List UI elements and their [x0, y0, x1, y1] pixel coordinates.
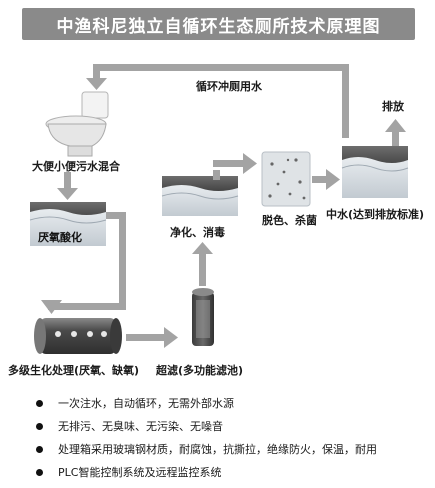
label-decolor: 脱色、杀菌: [262, 214, 317, 227]
arrow-to-filter: [126, 327, 178, 348]
bullet-icon: [36, 446, 43, 453]
page-title: 中渔科尼独立自循环生态厕所技术原理图: [22, 8, 415, 40]
feature-item: 处理箱采用玻璃钢材质，耐腐蚀，抗撕拉，绝缘防火，保温，耐用: [34, 440, 429, 463]
bullet-icon: [36, 400, 43, 407]
recycle-pipe: [86, 64, 349, 138]
arrow-to-reclaimed: [312, 169, 340, 190]
bullet-icon: [36, 469, 43, 476]
pipe-to-bio: [41, 212, 126, 314]
feature-item: 一次注水，自动循环，无需外部水源: [34, 394, 429, 417]
toilet-icon: [45, 91, 109, 157]
decolor-tank-icon: [261, 151, 311, 207]
anaerobic-tank-icon: [29, 202, 107, 246]
filter-column-icon: [192, 288, 214, 346]
label-recycle-flush: 循环冲厕用水: [196, 80, 262, 93]
label-anaerobic: 厌氧酸化: [38, 231, 82, 244]
label-multistage-bio: 多级生化处理(厌氧、缺氧): [8, 364, 140, 377]
feature-item: 无排污、无臭味、无污染、无噪音: [34, 417, 429, 440]
label-purify: 净化、消毒: [170, 226, 225, 239]
bio-reactor-icon: [34, 318, 122, 354]
label-mixed-sewage: 大便小便污水混合: [32, 160, 120, 173]
purify-tank-icon: [161, 176, 239, 216]
discharge-arrow-icon: [385, 119, 406, 146]
arrow-to-anaerobic: [57, 172, 78, 200]
pipe-to-decolor: [213, 153, 257, 180]
feature-list: 一次注水，自动循环，无需外部水源 无排污、无臭味、无污染、无噪音 处理箱采用玻璃…: [34, 394, 429, 486]
bullet-icon: [36, 423, 43, 430]
label-discharge: 排放: [382, 100, 404, 113]
reclaimed-tank-icon: [341, 146, 409, 198]
arrow-to-purify: [192, 242, 213, 286]
label-ultrafiltration: 超滤(多功能滤池): [156, 364, 244, 377]
label-reclaimed: 中水(达到排放标准): [326, 208, 425, 221]
feature-item: PLC智能控制系统及远程监控系统: [34, 463, 429, 486]
